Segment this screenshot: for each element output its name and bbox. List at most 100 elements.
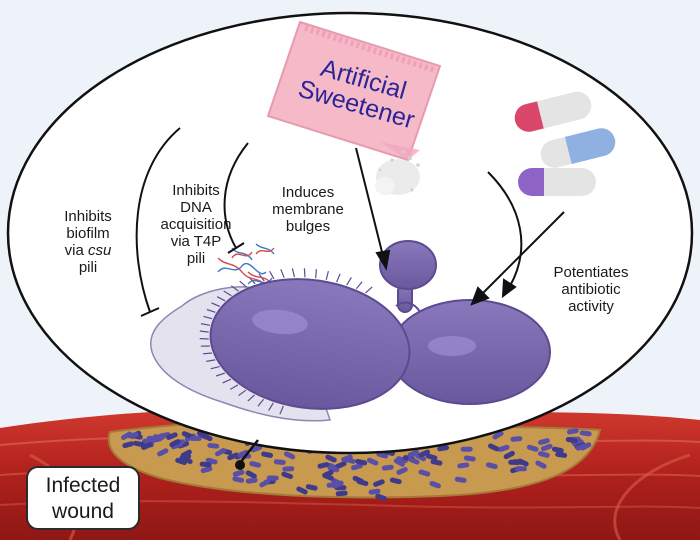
biofilm-cell <box>261 451 274 458</box>
biofilm-cell <box>463 455 476 462</box>
label-inhibits-dna-acquisition: Inhibits DNA acquisition via T4P pili <box>148 182 244 267</box>
pilus <box>303 268 306 278</box>
biofilm-cell <box>454 476 467 483</box>
biofilm-cell <box>535 460 547 469</box>
pilus <box>365 286 373 294</box>
biofilm-cell <box>418 469 431 477</box>
inhibit-biofilm-arrow <box>135 127 181 317</box>
biofilm-cell <box>245 470 257 479</box>
biofilm-cell <box>245 477 258 484</box>
zoom-pointer <box>235 439 259 470</box>
pilus <box>211 302 221 307</box>
biofilm-cell <box>540 443 553 452</box>
pilus <box>336 273 341 283</box>
biofilm-cell <box>526 444 539 452</box>
biofilm-cell <box>514 466 527 472</box>
pill-purple <box>518 168 596 196</box>
biofilm-cell <box>389 477 402 485</box>
bacterium <box>209 240 551 410</box>
biofilm-cell <box>181 431 194 439</box>
biofilm-cell <box>266 475 279 481</box>
biofilm-cell <box>512 459 525 465</box>
biofilm-cell <box>181 455 193 465</box>
biofilm-cell <box>396 456 408 464</box>
biofilm-cell <box>510 436 523 442</box>
biofilm-cell <box>281 471 293 479</box>
biofilm-cell <box>393 458 405 467</box>
label-potentiates-antibiotic: Potentiates antibiotic activity <box>536 264 646 315</box>
pilus <box>206 359 216 362</box>
pilus <box>223 290 232 297</box>
pilus <box>199 330 209 333</box>
sweetener-powder <box>375 150 420 195</box>
biofilm-cell <box>355 458 368 466</box>
biofilm-cell <box>282 466 295 472</box>
pilus <box>355 281 363 290</box>
pilus <box>202 352 212 355</box>
biofilm-cell <box>356 479 369 487</box>
biofilm-cell <box>126 432 139 439</box>
biofilm-cell <box>322 469 334 478</box>
sweetener-packet <box>266 20 442 162</box>
antibiotic-line1: Potentiates <box>553 264 629 281</box>
biofilm-cell <box>373 479 385 487</box>
biofilm-cell <box>180 449 192 458</box>
pilus <box>269 270 275 280</box>
biofilm-cell <box>537 451 550 458</box>
pilus <box>230 285 239 292</box>
antibiotic-line2: antibiotic <box>561 281 621 298</box>
dna-line3: acquisition <box>160 216 232 233</box>
pilus <box>315 269 317 279</box>
biofilm-cell <box>503 450 515 460</box>
biofilm-cell <box>249 461 262 468</box>
biofilm-line1: Inhibits <box>64 208 112 225</box>
biofilm-cell <box>189 435 202 442</box>
wound-line1: Infected <box>45 474 121 497</box>
biofilm-cell <box>122 441 135 449</box>
infected-wound-label: Infected wound <box>26 466 140 530</box>
label-inhibits-biofilm: Inhibits biofilm via csu pili <box>40 208 136 276</box>
biofilm-cell <box>273 459 286 465</box>
biofilm-cell <box>170 442 183 450</box>
biofilm-cell <box>429 481 441 489</box>
biofilm-cell <box>566 428 579 435</box>
pilus <box>346 277 352 286</box>
pilus <box>222 378 232 384</box>
antibiotic-pills <box>514 91 616 196</box>
antibiotic-arrow <box>470 211 565 306</box>
biofilm-cell <box>152 434 165 440</box>
pili-hairs <box>199 268 373 415</box>
biofilm-cell <box>460 446 473 452</box>
biofilm-cell <box>551 446 564 454</box>
biofilm-cell <box>296 486 308 495</box>
biofilm-cell <box>305 484 318 491</box>
biofilm-line5: pili <box>78 259 98 276</box>
biofilm-cell <box>200 466 213 474</box>
membrane-line2: membrane <box>272 201 344 218</box>
pilus <box>291 268 296 278</box>
biofilm-cell <box>580 442 592 451</box>
biofilm-cell <box>214 447 227 457</box>
biofilm-cell <box>169 439 181 448</box>
biofilm-cell <box>259 478 271 488</box>
biofilm-cell <box>197 431 209 440</box>
biofilm-cell <box>157 448 169 457</box>
pill-red <box>514 91 592 132</box>
biofilm-cell <box>366 457 379 466</box>
biofilm-cell <box>232 476 245 483</box>
biofilm-cell <box>457 462 470 469</box>
biofilm-cell <box>351 463 363 471</box>
dna-line5: pili <box>186 250 206 267</box>
biofilm-cell <box>283 451 296 460</box>
pilus <box>216 296 226 302</box>
biofilm-cell <box>335 461 347 469</box>
biofilm-cell <box>538 438 550 445</box>
pilus <box>239 280 247 288</box>
biofilm-cell <box>579 430 592 437</box>
biofilm-cell <box>317 462 330 469</box>
membrane-line3: bulges <box>285 218 331 235</box>
biofilm-line4: csu <box>88 242 112 259</box>
label-induces-membrane-bulges: Induces membrane bulges <box>258 184 358 235</box>
